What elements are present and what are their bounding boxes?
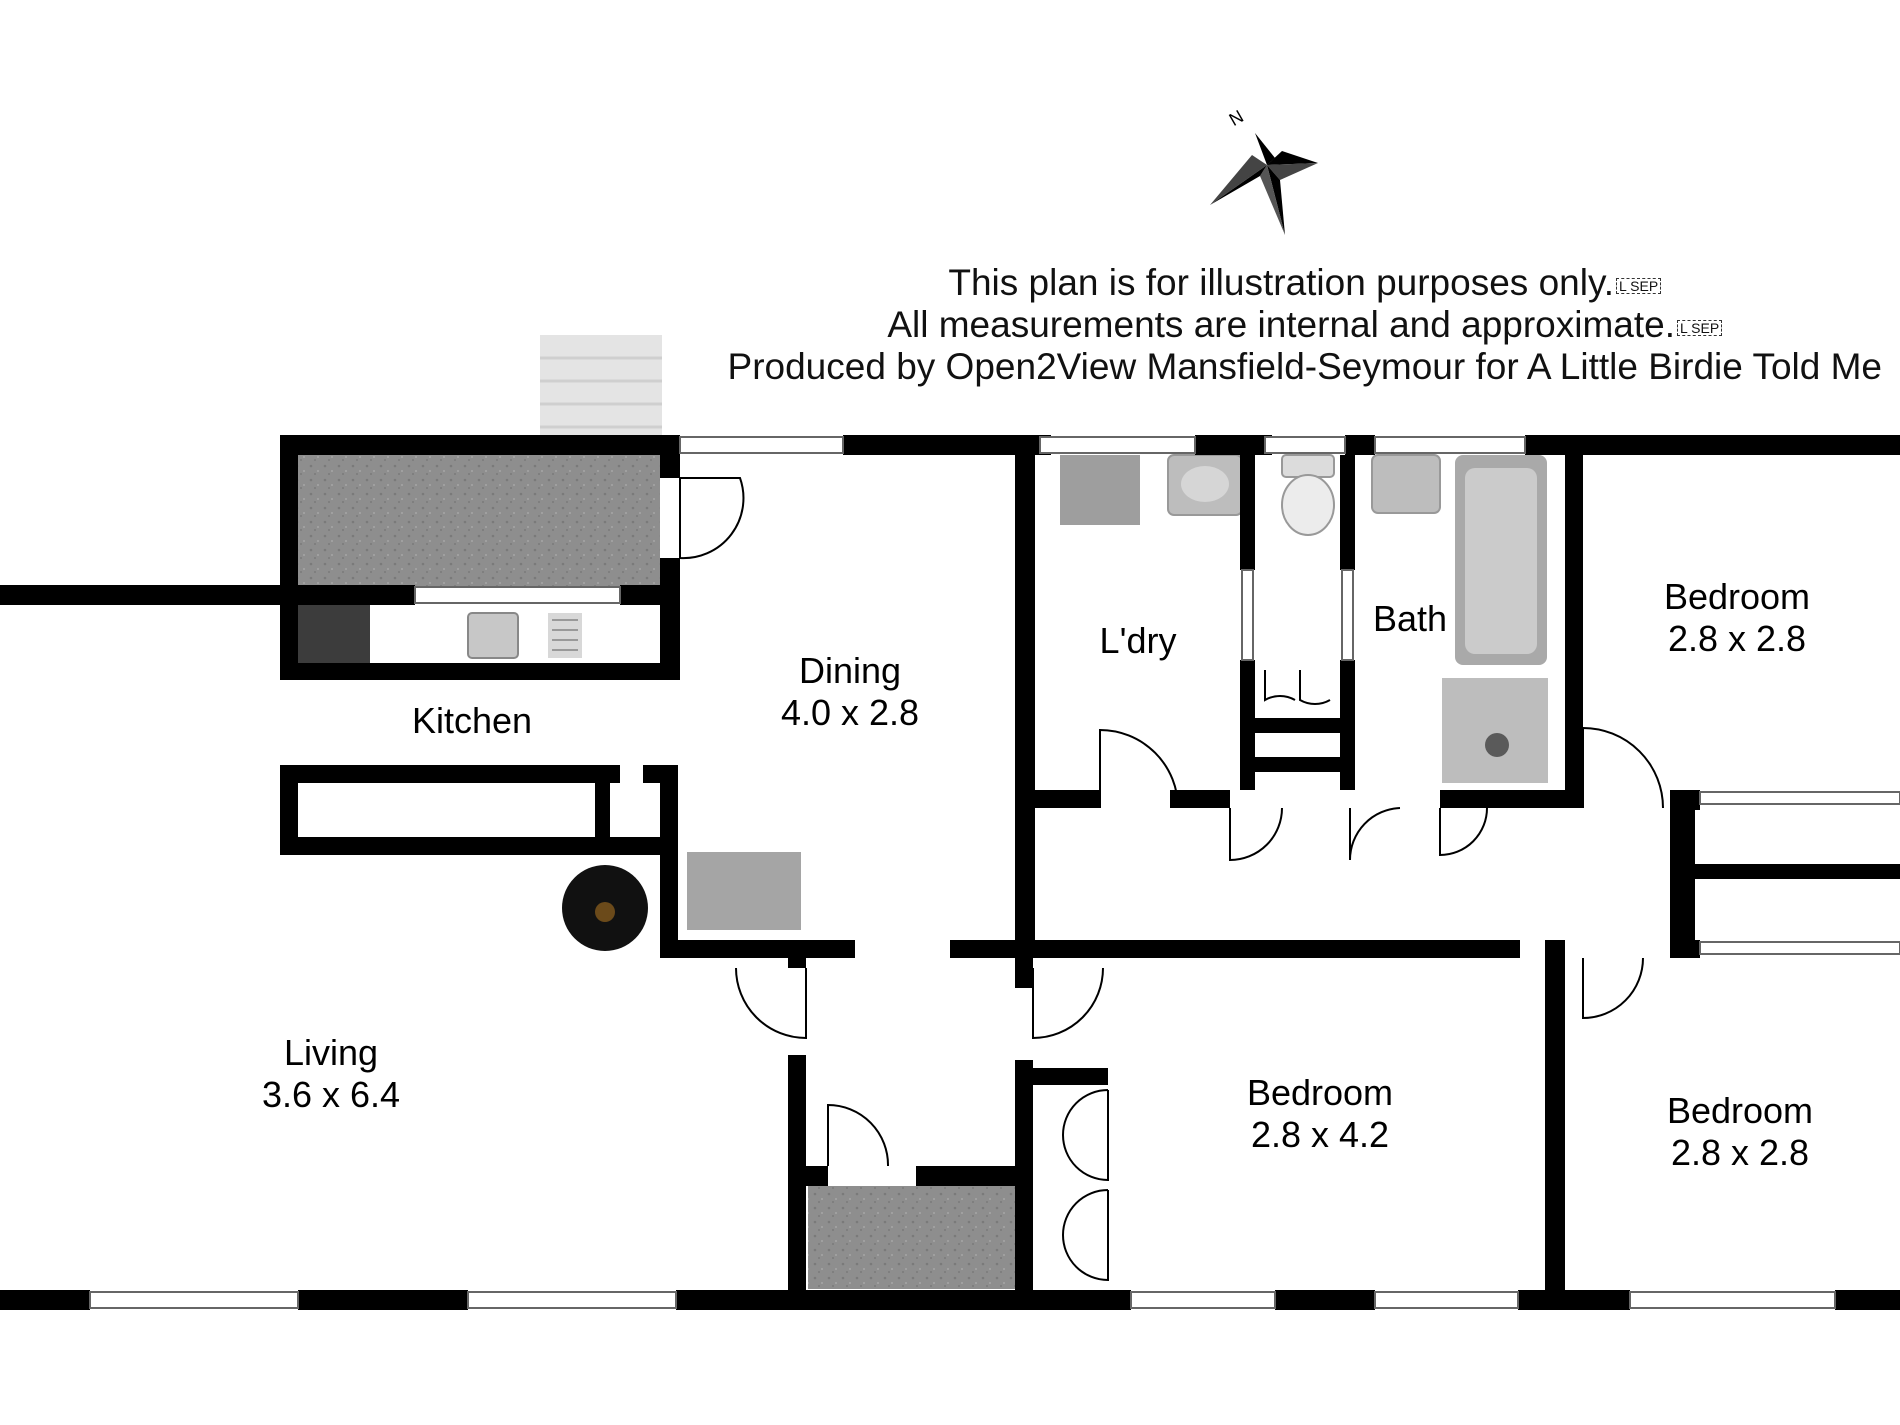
compass-icon [1210,133,1318,235]
room-name: Bedroom [1663,576,1811,617]
heater-flue [595,902,615,922]
dining-table [687,852,801,930]
disclaimer: This plan is for illustration purposes o… [728,262,1882,388]
room-name: Bath [1372,598,1448,639]
sep-glyph: L SEP [1615,278,1662,294]
bath-fixtures [1371,454,1548,783]
room-label-laundry: L'dry [1100,620,1177,662]
room-label-bedroom-se: Bedroom 2.8 x 2.8 [1667,1090,1813,1174]
room-size: 3.6 x 6.4 [261,1074,401,1115]
doors [679,477,1664,1282]
room-label-bath: Bath [1373,598,1447,640]
room-size: 2.8 x 2.8 [1667,618,1807,659]
laundry-fixtures [1060,454,1243,525]
entry-steps [540,335,662,452]
room-name: Bedroom [1666,1090,1814,1131]
room-label-dining: Dining 4.0 x 2.8 [781,650,919,734]
room-name: Living [283,1032,379,1073]
room-size: 2.8 x 2.8 [1670,1132,1810,1173]
room-name: Dining [798,650,902,691]
room-name: Bedroom [1246,1072,1394,1113]
windows [89,436,1900,1309]
toilet-icon [1281,454,1335,536]
tiled-entry-south [808,1186,1016,1289]
room-size: 2.8 x 4.2 [1250,1114,1390,1155]
room-name: Kitchen [411,700,533,741]
sep-glyph: L SEP [1677,320,1723,336]
disclaimer-line-2-text: All measurements are internal and approx… [887,304,1676,345]
disclaimer-line-3: Produced by Open2View Mansfield-Seymour … [727,346,1882,387]
tiled-porch-north [297,452,660,587]
room-label-bedroom-s: Bedroom 2.8 x 4.2 [1247,1072,1393,1156]
disclaimer-line-2: All measurements are internal and approx… [728,304,1882,346]
room-label-bedroom-ne: Bedroom 2.8 x 2.8 [1664,576,1810,660]
disclaimer-line-1-text: This plan is for illustration purposes o… [948,262,1614,303]
room-name: L'dry [1099,620,1177,661]
room-label-living: Living 3.6 x 6.4 [262,1032,400,1116]
room-label-kitchen: Kitchen [412,700,532,742]
room-size: 4.0 x 2.8 [780,692,920,733]
disclaimer-line-1: This plan is for illustration purposes o… [728,262,1882,304]
walls [0,435,1900,1310]
